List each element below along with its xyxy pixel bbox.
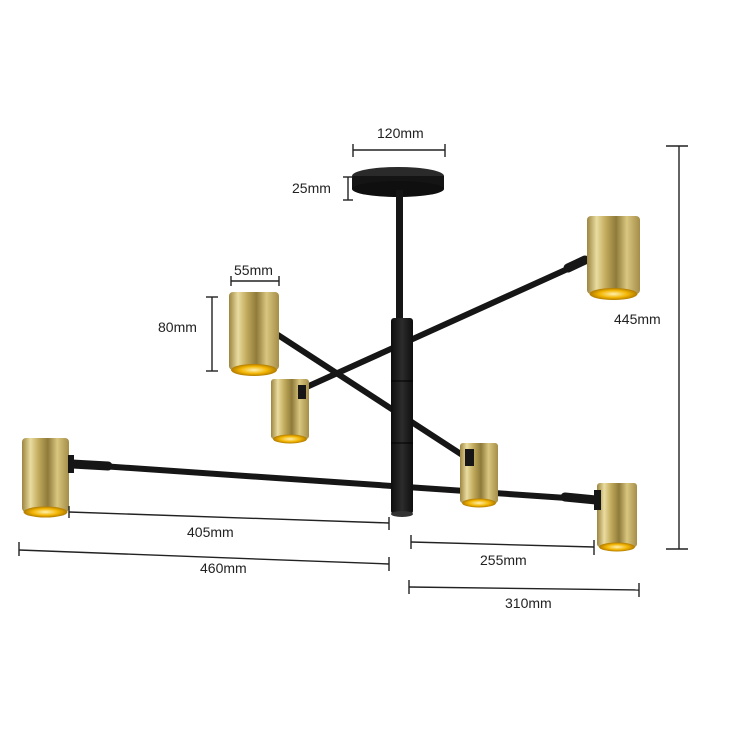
overall-height-label: 445mm [614,311,661,327]
central-column [391,318,413,517]
down-rod [396,190,403,325]
right-arm-length-label: 255mm [480,552,527,568]
right-overall-length-label: 310mm [505,595,552,611]
left-arm-length-label: 405mm [187,524,234,540]
shade-width-label: 55mm [234,262,273,278]
shade-far-right [594,483,637,552]
canopy-height-label: 25mm [292,180,331,196]
dimension-lines [18,144,688,597]
shade-far-left [22,438,74,518]
arms [67,255,601,505]
canopy-width-label: 120mm [377,125,424,141]
shade-height-label: 80mm [158,319,197,335]
shade-center-right [460,443,498,508]
ceiling-canopy [352,167,444,197]
shade-upper-left [229,292,279,376]
shade-middle-left [271,379,309,444]
shade-top-right [587,216,640,300]
left-overall-length-label: 460mm [200,560,247,576]
